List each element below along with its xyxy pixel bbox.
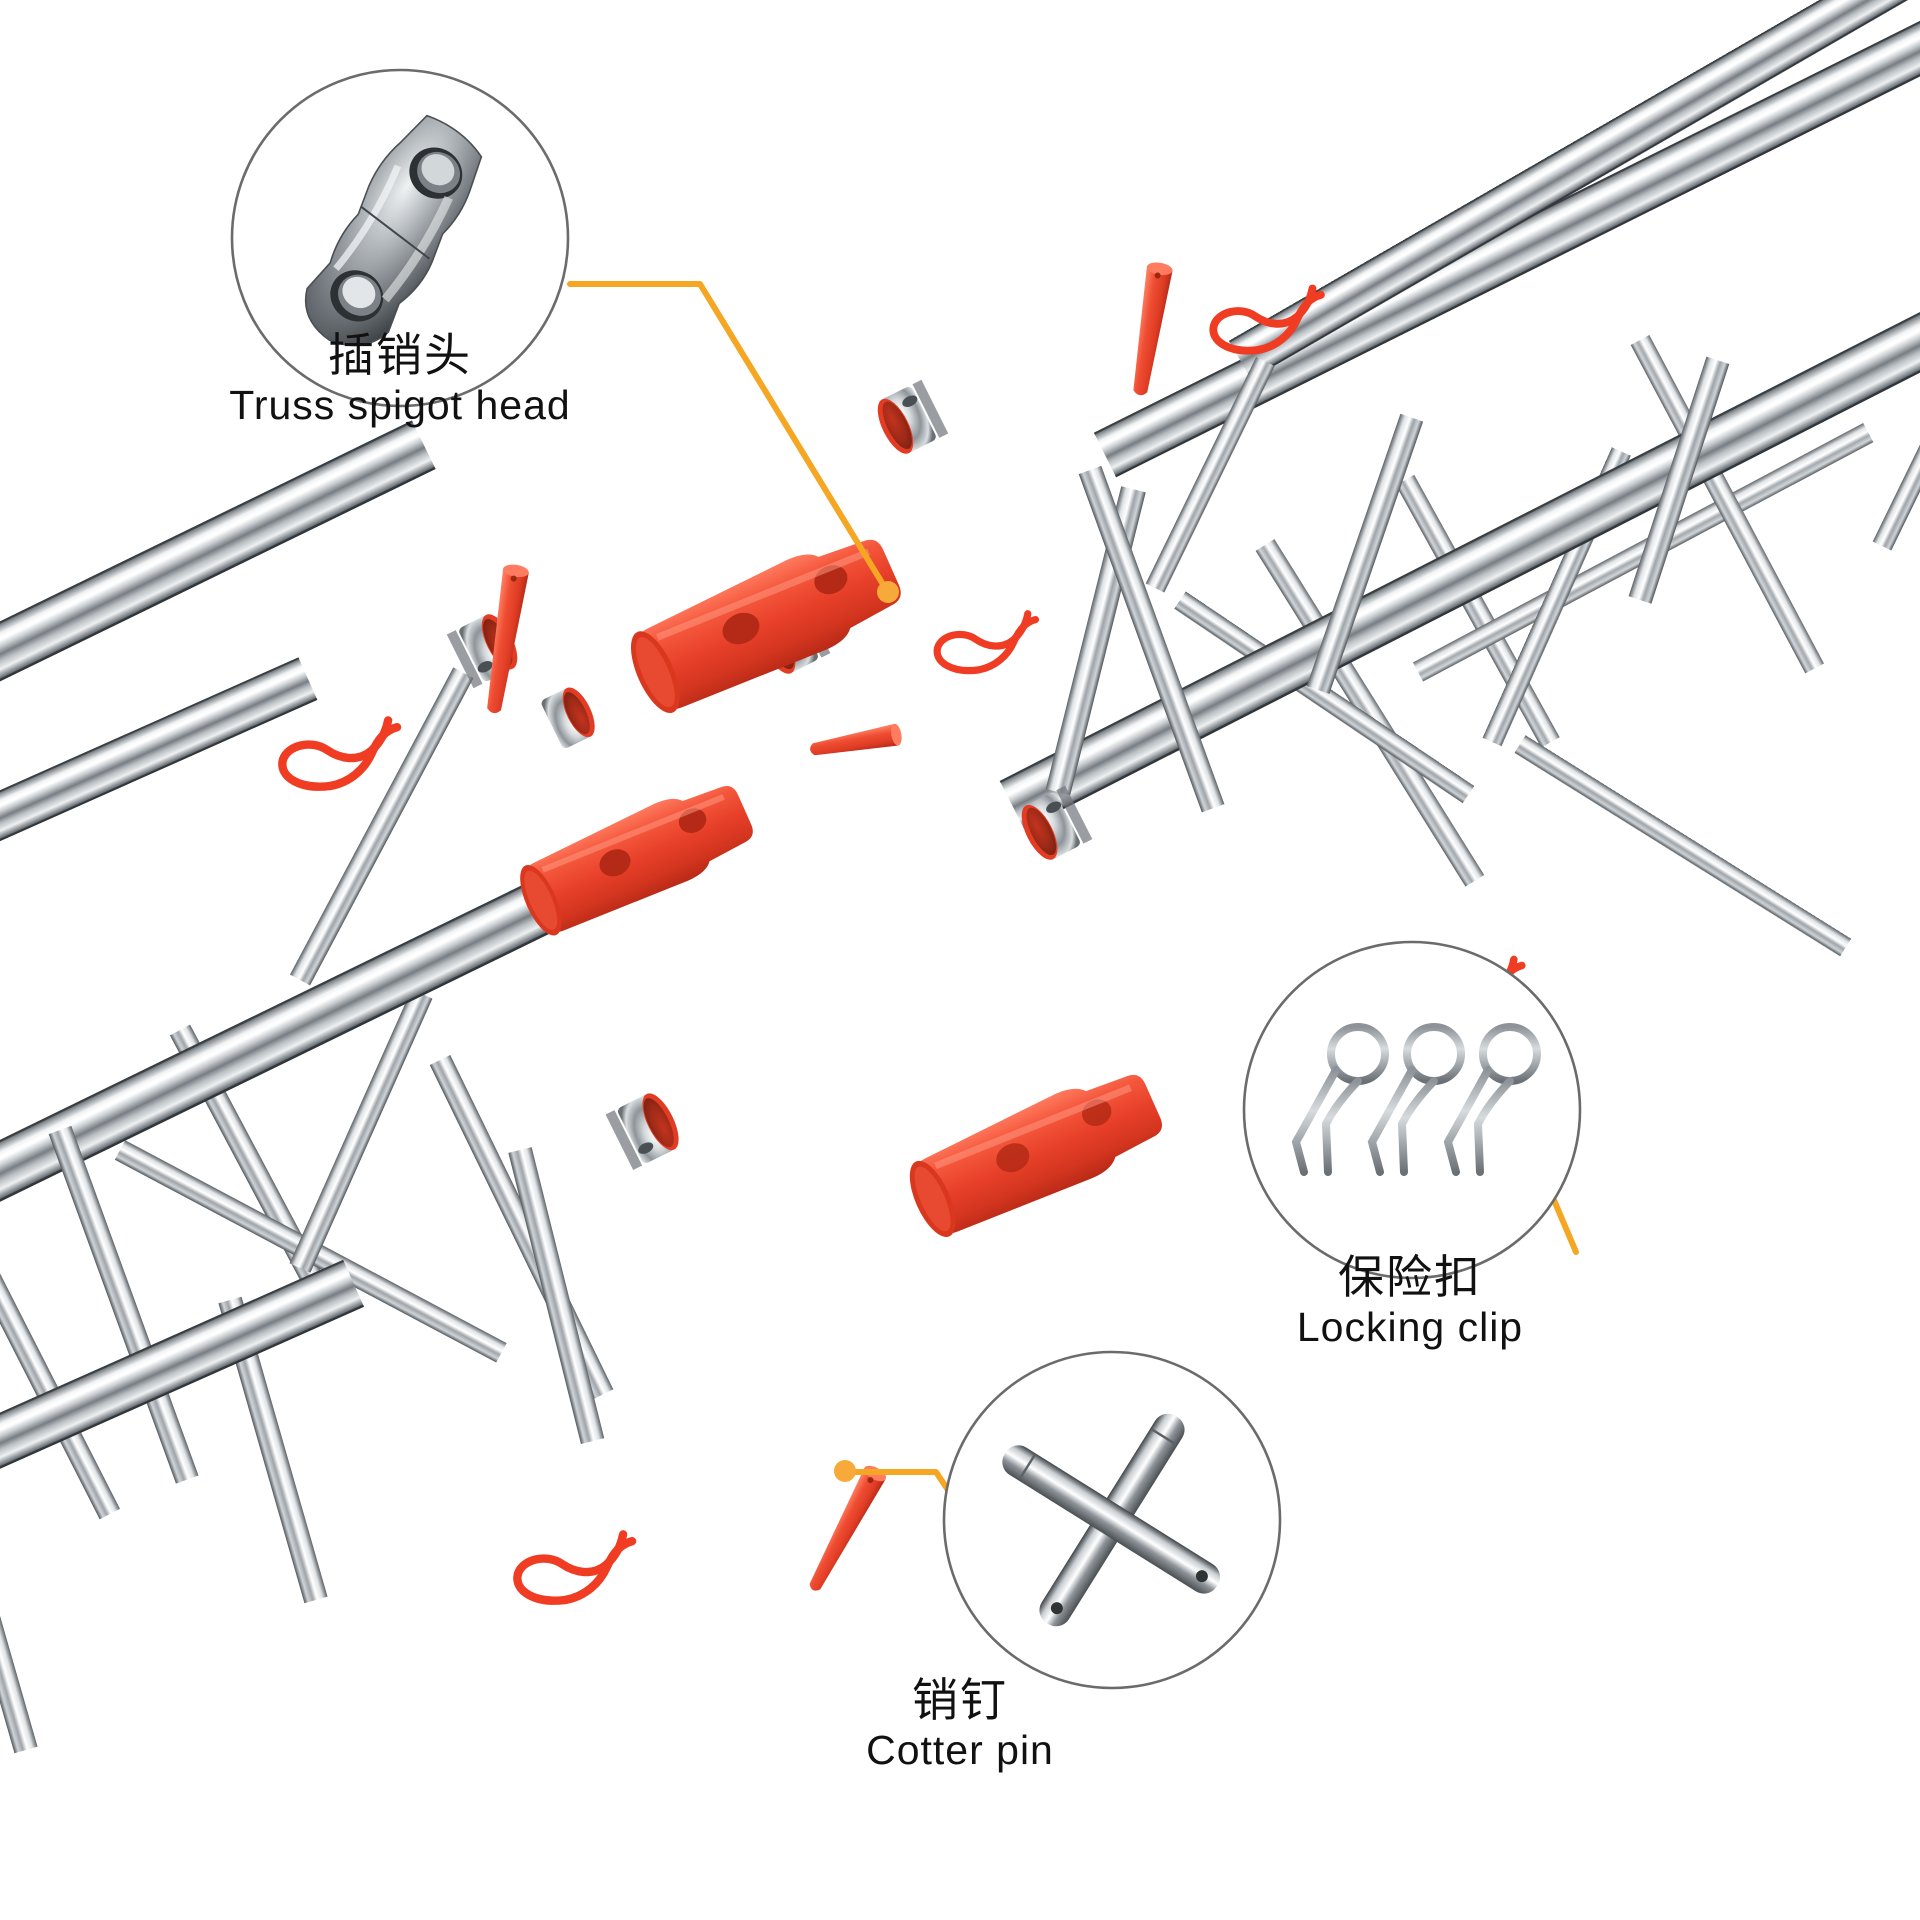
tube-end-right-upper — [877, 379, 949, 454]
label-locking-clip-cn: 保险扣 — [1338, 1251, 1482, 1303]
spigot-sleeve-upper — [630, 539, 901, 714]
locking-clip-3 — [933, 610, 1040, 675]
callout-bubble-truss-spigot-head[interactable] — [230, 68, 570, 408]
tube-end-left-middle — [541, 687, 595, 749]
label-truss-spigot-head-cn: 插销头 — [328, 329, 472, 381]
spigot-sleeve-lower — [909, 1074, 1162, 1237]
tube-end-left-lower — [605, 1093, 679, 1171]
label-locking-clip-en: Locking clip — [1296, 1303, 1524, 1350]
label-cotter-pin: 销钉 Cotter pin — [680, 1674, 1240, 1774]
locking-clip-1 — [1209, 284, 1325, 355]
label-locking-clip: 保险扣 Locking clip — [1130, 1251, 1690, 1351]
callout-bubble-locking-clip[interactable] — [1242, 940, 1582, 1280]
cotter-pin-1 — [1133, 262, 1173, 396]
label-cotter-pin-en: Cotter pin — [866, 1726, 1054, 1773]
spigot-sleeve-middle — [520, 786, 753, 936]
cotter-pin-icon — [1002, 1413, 1220, 1627]
locking-clip-icon — [1291, 1023, 1541, 1176]
tube-end-right-lower — [1021, 785, 1093, 860]
cotter-pin-3 — [810, 723, 902, 756]
locking-clip-2 — [278, 716, 402, 791]
cotter-pin-2 — [487, 564, 529, 714]
spigot-head-icon — [304, 114, 483, 347]
label-truss-spigot-head: 插销头 Truss spigot head — [120, 329, 680, 429]
label-cotter-pin-cn: 销钉 — [912, 1674, 1008, 1726]
locking-clip-5 — [513, 1530, 637, 1605]
label-truss-spigot-head-en: Truss spigot head — [229, 381, 571, 428]
leader-line-truss-spigot-head — [567, 281, 899, 603]
callout-bubble-cotter-pin[interactable] — [942, 1350, 1282, 1690]
